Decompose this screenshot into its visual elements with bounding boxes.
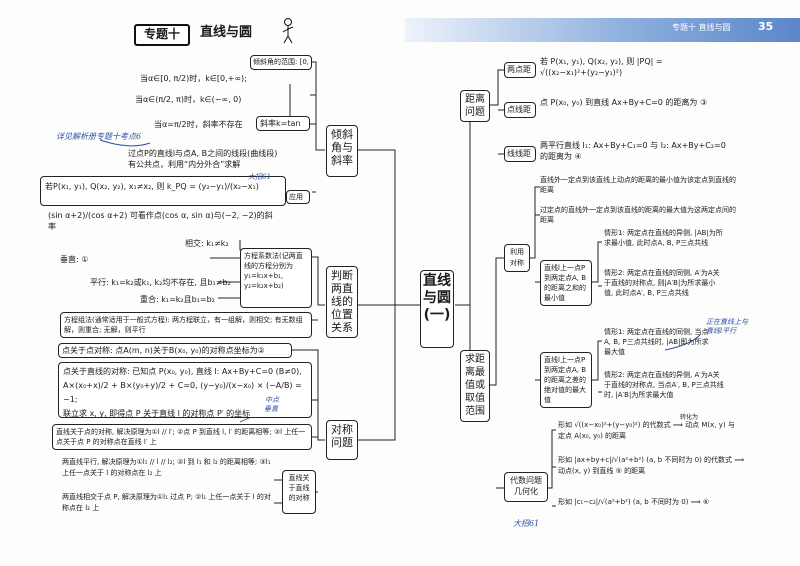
handnote-61-right: 大招61: [513, 519, 540, 528]
handnote-61-left: 大招61: [248, 173, 271, 181]
position-intersect: 相交: k₁≠k₂: [185, 239, 229, 248]
system-method: 方程组法(通常适用于一般式方程): 两方程联立，有一组解，则相交; 有无数组解，…: [60, 312, 312, 338]
point-line-symmetry: 点关于直线的对称: 已知点 P(x₀, y₀), 直线 l: Ax+By+C=0…: [58, 362, 312, 418]
line-line-formula: 两平行直线 l₁: Ax+By+C₁=0 与 l₂: Ax+By+C₂=0 的距…: [540, 141, 726, 161]
handnote-reference: 详见解析册专题十考点6: [56, 132, 142, 141]
symmetry-label: 对称问题: [326, 420, 358, 460]
sum-case-opposite: 情形1: 两定点在直线的异侧, |AB|为所求最小值, 此时点A, B, P三点…: [604, 229, 723, 247]
sin-cos-ratio: (sin α+2)/(cos α+2) 可看作点(cos α, sin α)与(…: [48, 211, 273, 231]
algebra-arrow-label: 转化为: [680, 414, 699, 421]
position-parallel: 平行: k₁=k₂或k₁, k₂均不存在, 且b₁≠b₂: [90, 278, 231, 287]
algebra-label: 代数问题几何化: [504, 472, 548, 502]
point-line-distance: 点线距: [504, 102, 536, 118]
header-badge: 专题十: [134, 24, 190, 46]
inclination-range: 倾斜角的范围: [0, π): [250, 55, 312, 70]
inclination-case1: 当α∈[0, π/2)时，k∈[0,+∞);: [140, 74, 247, 83]
point-line-line1: 点关于直线的对称: 已知点 P(x₀, y₀), 直线 l: Ax+By+C=0…: [63, 367, 302, 376]
position-coincide: 重合: k₁=k₂且b₁=b₂: [140, 295, 215, 304]
algebra-point-line-form: 形如 |ax+by+c|/√(a²+b²) (a, b 不同时为 0) 的代数式…: [558, 456, 745, 475]
point-point-symmetry: 点关于点对称: 点A(m, n)关于B(x₀, y₀)的对称点坐标为②: [58, 343, 292, 358]
two-point-formula: 若 P(x₁, y₁), Q(x₂, y₂), 则 |PQ| = √((x₂−x…: [540, 57, 663, 77]
extreme-label: 求距离最值或取值范围: [460, 350, 490, 422]
mascot-icon: [282, 18, 294, 44]
slope-definition: 斜率k=tan α: [256, 116, 310, 131]
inclination-label: 倾斜角与斜率: [326, 125, 358, 177]
line-line-distance: 线线距: [504, 146, 536, 162]
running-head: 专题十 直线与圆: [672, 23, 731, 32]
sum-min-box: 直线l上一点P到两定点A, B的距离之和的最小值: [540, 260, 592, 306]
line-line-intersect: 两直线相交于点 P, 解决原理为①l₁ 过点 P; ②l₁ 上任一点关于 l 的…: [62, 493, 271, 512]
header-band: [405, 18, 800, 42]
algebra-distance-form: 形如 √((x−x₀)²+(y−y₀)²) 的代数式 ⟹ 动点 M(x, y) …: [558, 421, 735, 440]
min-to-line: 直线外一定点到该直线上动点的距离的最小值为该定点到直线的距离: [540, 176, 736, 194]
position-label: 判断两直线的位置关系: [326, 266, 358, 338]
position-perpendicular: 垂直: ①: [60, 255, 89, 264]
two-point-distance: 两点距: [504, 62, 536, 78]
distance-label: 距离问题: [460, 90, 490, 122]
coefficient-method: 方程系数法(记两直线的方程分别为 y₁=k₁x+b₁, y₂=k₂x+b₂): [240, 248, 312, 308]
line-line-parallel: 两直线平行, 解决原理为①l₁ // l // l₂; ②l 到 l₁ 和 l₂…: [62, 458, 271, 477]
use-symmetry-label: 利用对称: [504, 244, 530, 272]
page-number: 35: [758, 20, 774, 33]
diff-case-opposite: 情形2: 两定点在直线的异侧, A′为A关于直线的对称点, 当点A′, B, P…: [604, 371, 724, 399]
handnote-perpendicular: 垂直: [264, 405, 278, 413]
algebra-line-line-form: 形如 |c₁−c₂|/√(a²+b²) (a, b 不同时为 0) ⟹ ⑥: [558, 498, 710, 506]
line-line-sublabel: 直线关于直线的对称: [282, 470, 316, 514]
point-line-line2: A×(x₀+x)/2 + B×(y₀+y)/2 + C=0, (y−y₀)/(x…: [63, 381, 302, 404]
center-title: 直线与圆(一): [420, 270, 454, 348]
handnote-midpoint: 中点: [265, 396, 279, 404]
max-to-line: 过定点的直线外一定点到该直线的距离的最大值为这两定点间的距离: [540, 206, 736, 224]
handnote-on-line: 正在直线上与直线l平行: [706, 318, 748, 335]
sum-case-same: 情形2: 两定点在直线的同侧, A′为A关于直线的对称点, 则|A′B|为所求最…: [604, 269, 720, 297]
line-point-symmetry: 直线关于点的对称, 解决原理为①l // l′; ②点 P 到直线 l, l′ …: [52, 424, 312, 450]
point-line-line3: 联立求 x, y, 即得点 P 关于直线 l 的对称点 P′ 的坐标: [63, 409, 251, 418]
diff-max-box: 直线l上一点P到两定点A, B的距离之差的绝对值的最大值: [540, 352, 592, 408]
point-line-formula: 点 P(x₀, y₀) 到直线 Ax+By+C=0 的距离为 ③: [540, 98, 708, 107]
inclination-case3: 当α=π/2时，斜率不存在: [154, 120, 243, 129]
slope-formula-box: 若P(x₁, y₁), Q(x₂, y₂), x₁≠x₂, 则 k_PQ = (…: [40, 176, 286, 206]
page-title: 直线与圆: [200, 25, 253, 40]
inclination-case2: 当α∈(π/2, π)时，k∈(−∞, 0): [135, 95, 242, 104]
segment-intersection: 过点P的直线l与点A, B之间的线段(曲线段)有公共点，利用“内分外合”求解: [128, 149, 278, 169]
diff-case-same: 情形1: 两定点在直线的同侧, 当点A, B, P三点共线时, |AB|即为所求…: [604, 328, 709, 356]
application-label: 应用: [286, 190, 310, 204]
